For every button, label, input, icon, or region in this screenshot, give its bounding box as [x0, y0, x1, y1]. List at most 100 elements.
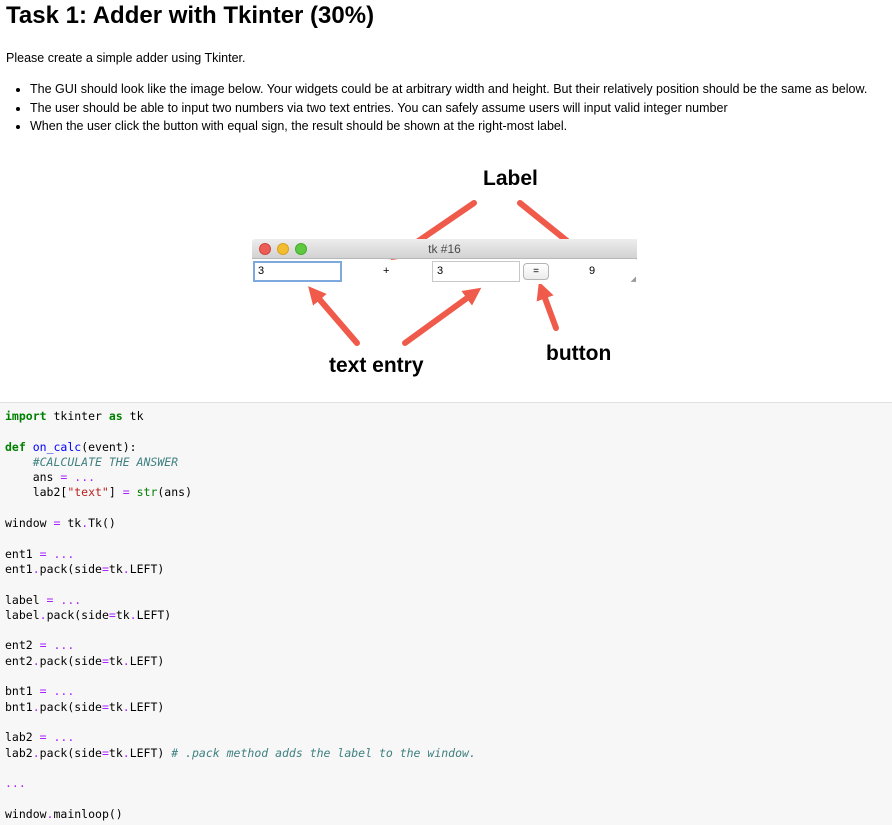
code-token: ... [53, 730, 75, 745]
code-line: def on_calc(event): [5, 440, 892, 455]
code-token: . [122, 561, 130, 576]
code-token: . [32, 745, 40, 760]
zoom-icon [295, 243, 307, 255]
requirements-list: The GUI should look like the image below… [12, 80, 887, 136]
code-token: label [5, 592, 47, 607]
code-token: ... [53, 638, 75, 653]
code-token: . [122, 699, 130, 714]
code-token [5, 455, 33, 469]
equals-button: = [523, 263, 549, 280]
code-token: ... [5, 776, 26, 791]
code-token: tk [108, 745, 123, 760]
code-line: ent1.pack(side=tk.LEFT) [5, 562, 892, 577]
code-line: ... [5, 776, 892, 791]
code-token: LEFT) [129, 745, 172, 760]
code-line: lab2.pack(side=tk.LEFT) # .pack method a… [5, 746, 892, 761]
code-line [5, 623, 892, 638]
code-line [5, 577, 892, 592]
code-token: . [32, 561, 40, 576]
window-title: tk #16 [428, 242, 461, 256]
code-token: = [60, 470, 68, 485]
code-token: . [81, 516, 89, 531]
code-token: lab2 [5, 745, 33, 760]
entry1-field: 3 [253, 261, 342, 282]
code-line: window = tk.Tk() [5, 516, 892, 531]
code-token: ent2 [5, 653, 33, 668]
code-line: ans = ... [5, 470, 892, 485]
code-token: pack(side [39, 699, 102, 714]
arrow-to-button [536, 281, 559, 331]
code-token: pack(side [39, 745, 102, 760]
code-line: lab2["text"] = str(ans) [5, 485, 892, 500]
code-token: . [32, 699, 40, 714]
code-token: LEFT) [136, 607, 172, 622]
window-body: 3 + 3 = 9 ◢ [252, 260, 637, 284]
code-token: ] [108, 485, 123, 500]
code-token: (ans) [157, 485, 192, 500]
code-token: = [46, 592, 54, 607]
code-token: . [32, 653, 40, 668]
code-token: lab2[ [5, 485, 68, 500]
code-token: LEFT) [129, 653, 165, 668]
window-titlebar: tk #16 [252, 239, 637, 259]
code-token: = [101, 561, 109, 576]
code-token: . [122, 745, 130, 760]
tk-window: tk #16 3 + 3 = 9 ◢ [252, 239, 637, 284]
code-token: ans [5, 470, 61, 485]
code-token: pack(side [46, 607, 109, 622]
code-token: = [39, 546, 47, 561]
code-token [47, 730, 54, 744]
page-title: Task 1: Adder with Tkinter (30%) [6, 2, 375, 29]
code-line [5, 501, 892, 516]
code-line [5, 424, 892, 439]
code-line: ent1 = ... [5, 547, 892, 562]
gui-figure: Label text entry button tk #16 3 + 3 = 9… [0, 150, 892, 390]
code-line: bnt1.pack(side=tk.LEFT) [5, 700, 892, 715]
code-token [47, 547, 54, 561]
code-line: ent2 = ... [5, 638, 892, 653]
code-token: tk [108, 699, 123, 714]
resize-grip-icon: ◢ [630, 276, 636, 283]
code-token: def [5, 439, 26, 454]
code-token: bnt1 [5, 699, 33, 714]
code-token: . [39, 607, 47, 622]
code-token: bnt1 [5, 684, 40, 699]
code-line: window.mainloop() [5, 807, 892, 822]
code-token [130, 485, 137, 499]
code-token: . [129, 607, 137, 622]
list-item: The user should be able to input two num… [30, 99, 887, 118]
code-token: = [39, 730, 47, 745]
code-token: (event): [81, 439, 137, 454]
code-token: as [108, 409, 123, 423]
code-token: pack(side [39, 561, 102, 576]
code-token: tk [115, 607, 130, 622]
code-token: window [5, 516, 54, 531]
code-token [26, 440, 33, 454]
code-line: label.pack(side=tk.LEFT) [5, 608, 892, 623]
code-token: tk [108, 653, 123, 668]
code-token: ent2 [5, 638, 40, 653]
code-token: = [122, 485, 130, 500]
code-line: label = ... [5, 593, 892, 608]
callout-label: Label [483, 167, 538, 190]
code-token: . [122, 653, 130, 668]
code-token: ... [74, 470, 96, 485]
code-token [47, 684, 54, 698]
close-icon [259, 243, 271, 255]
code-token: ent1 [5, 561, 33, 576]
code-token: . [46, 806, 54, 821]
code-token: on_calc [32, 439, 82, 454]
code-token: pack(side [39, 653, 102, 668]
code-token: = [53, 516, 61, 531]
code-token: = [39, 638, 47, 653]
code-line: lab2 = ... [5, 730, 892, 745]
code-token: = [108, 607, 116, 622]
code-token: tkinter [46, 409, 109, 423]
code-token: "text" [67, 485, 109, 500]
code-line [5, 669, 892, 684]
code-token: tk [60, 516, 82, 531]
code-token: str [136, 485, 158, 500]
intro-text: Please create a simple adder using Tkint… [6, 51, 246, 65]
code-token: label [5, 607, 40, 622]
